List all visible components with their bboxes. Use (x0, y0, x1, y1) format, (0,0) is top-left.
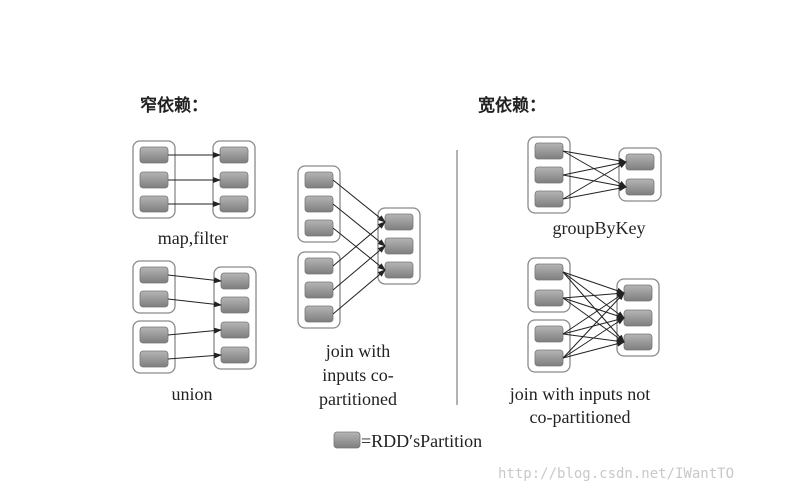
partition (220, 346, 250, 364)
partition (623, 284, 653, 302)
dependency-arrow (562, 317, 625, 359)
partition (139, 350, 169, 368)
dependency-arrow (562, 271, 625, 343)
dependency-arrow (167, 327, 222, 336)
partition (625, 178, 655, 196)
partition (534, 289, 564, 307)
dependency-arrow (562, 161, 627, 200)
dependency-arrow (562, 271, 625, 294)
partition (623, 309, 653, 327)
dependency-arrow (562, 290, 625, 299)
partition (219, 146, 249, 164)
dependency-arrow (562, 160, 627, 176)
dependency-arrow (167, 352, 222, 360)
partition (304, 195, 334, 213)
partition (139, 290, 169, 308)
groupbykey-label: groupByKey (553, 218, 646, 238)
union-child-rdd-container (213, 266, 257, 370)
watermark: http://blog.csdn.net/IWantTO (498, 466, 734, 482)
partition (304, 281, 334, 299)
partition (139, 266, 169, 284)
partition (534, 166, 564, 184)
partition (534, 349, 564, 367)
partition (139, 195, 169, 213)
dependency-arrow (562, 150, 627, 164)
dependency-arrow (562, 292, 625, 335)
dependency-arrow (332, 227, 386, 271)
dependency-arrow (167, 298, 222, 308)
partition (534, 263, 564, 281)
partition (139, 326, 169, 344)
union-label: union (171, 384, 212, 404)
dependency-arrow (332, 179, 386, 223)
dependency-arrow (562, 340, 625, 359)
dependency-arrow (332, 221, 386, 267)
legend-partition-icon (333, 431, 361, 449)
partition (220, 296, 250, 314)
partition (220, 272, 250, 290)
dependency-arrow (332, 203, 386, 247)
map-filter-label: map,filter (158, 228, 228, 248)
partition (384, 261, 414, 279)
dependency-arrow (562, 185, 627, 200)
partition (534, 142, 564, 160)
join-not-copartitioned-label-2: co-partitioned (530, 407, 631, 427)
dependency-arrow (562, 297, 625, 319)
partition (219, 171, 249, 189)
join-copartitioned-label-2: inputs co- (322, 365, 394, 385)
partition (534, 325, 564, 343)
join-not-copartitioned-label-1: join with inputs not (509, 384, 651, 404)
partition (384, 213, 414, 231)
dependency-arrow (167, 274, 222, 284)
dependency-arrow (562, 297, 625, 343)
join-copartitioned-label-3: partitioned (319, 389, 397, 409)
partition (623, 333, 653, 351)
wide-dependency-title: 宽依赖： (478, 95, 546, 116)
partition (139, 146, 169, 164)
partition (220, 321, 250, 339)
join-copartitioned-label-1: join with (325, 341, 391, 361)
partition (304, 219, 334, 237)
dependency-arrow (562, 292, 625, 359)
partition (304, 171, 334, 189)
partition (534, 190, 564, 208)
narrow-dependency-title: 窄依赖： (140, 95, 208, 116)
dependency-arrow (332, 245, 386, 291)
legend-text: =RDD′sPartition (361, 431, 482, 451)
dependency-arrow (332, 269, 386, 315)
partition (304, 257, 334, 275)
partition (139, 171, 169, 189)
partition (219, 195, 249, 213)
partition (625, 153, 655, 171)
partition (304, 305, 334, 323)
partition (384, 237, 414, 255)
